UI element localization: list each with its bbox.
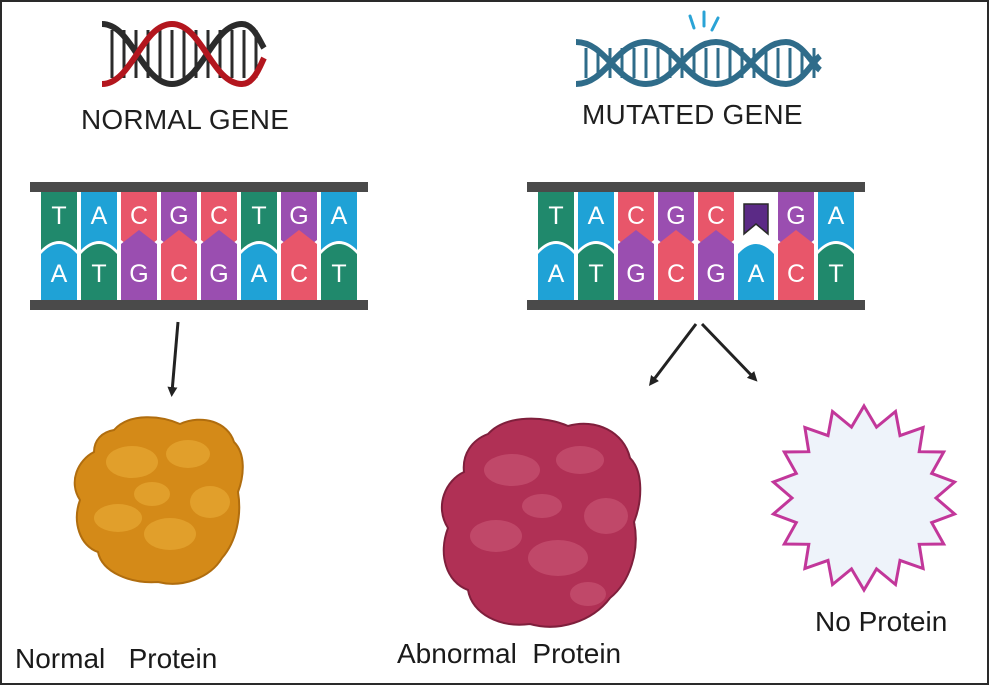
base-letter: C bbox=[290, 260, 308, 288]
base-letter: C bbox=[627, 202, 645, 230]
panel-top-bar bbox=[527, 182, 865, 192]
normal-dna-helix-icon bbox=[101, 20, 267, 88]
base-letter: G bbox=[706, 260, 725, 288]
base-letter: T bbox=[51, 202, 66, 230]
base-bottom-G bbox=[121, 230, 157, 300]
base-letter: T bbox=[548, 202, 563, 230]
base-letter: G bbox=[129, 260, 148, 288]
abnormal-arrow-icon bbox=[648, 323, 698, 386]
panel-bottom-bar bbox=[30, 300, 368, 310]
panel-background bbox=[527, 192, 865, 300]
base-bottom-A bbox=[41, 244, 77, 300]
base-letter: A bbox=[748, 260, 765, 288]
base-letter: G bbox=[666, 202, 685, 230]
base-letter: A bbox=[588, 202, 605, 230]
mutated-dna-helix-icon bbox=[575, 10, 823, 88]
base-bottom-C bbox=[161, 230, 197, 300]
base-letter: C bbox=[707, 202, 725, 230]
mutation-spark-icon bbox=[688, 10, 720, 32]
base-letter: A bbox=[331, 202, 348, 230]
base-top-A bbox=[818, 192, 854, 250]
base-letter: C bbox=[667, 260, 685, 288]
base-letter: C bbox=[787, 260, 805, 288]
base-letter: G bbox=[169, 202, 188, 230]
base-bottom-G bbox=[698, 230, 734, 300]
base-bottom-T bbox=[578, 244, 614, 300]
abnormal-protein-caption: Abnormal Protein bbox=[397, 638, 622, 669]
normal-helix-strand-red bbox=[101, 20, 267, 88]
no-protein-arrow-icon bbox=[700, 322, 758, 382]
base-letter: C bbox=[210, 202, 228, 230]
base-top-T bbox=[538, 192, 574, 250]
base-bottom-T bbox=[321, 244, 357, 300]
base-letter: T bbox=[91, 260, 106, 288]
base-bottom-T bbox=[81, 244, 117, 300]
panel-top-bar bbox=[30, 182, 368, 192]
base-letter: G bbox=[209, 260, 228, 288]
base-letter: T bbox=[828, 260, 843, 288]
normal-arrow-icon bbox=[167, 321, 180, 397]
base-letter: G bbox=[786, 202, 805, 230]
mutated-base-marker bbox=[743, 203, 769, 236]
abnormal-protein-texture bbox=[470, 446, 628, 606]
base-letter: C bbox=[170, 260, 188, 288]
normal-protein-icon bbox=[73, 416, 244, 585]
base-letter: A bbox=[251, 260, 268, 288]
base-top-T bbox=[41, 192, 77, 250]
base-letter: T bbox=[251, 202, 266, 230]
base-letter: C bbox=[130, 202, 148, 230]
mutated-helix-strand-a bbox=[575, 38, 823, 88]
base-letter: G bbox=[289, 202, 308, 230]
base-bottom-C bbox=[281, 230, 317, 300]
base-letter: T bbox=[588, 260, 603, 288]
no-protein-caption: No Protein bbox=[815, 606, 948, 637]
mutated-gene-title: MUTATED GENE bbox=[582, 99, 803, 130]
base-bottom-G bbox=[201, 230, 237, 300]
normal-protein-texture bbox=[94, 440, 230, 550]
base-letter: A bbox=[828, 202, 845, 230]
base-bottom-G bbox=[618, 230, 654, 300]
base-letter: G bbox=[626, 260, 645, 288]
base-bottom-T bbox=[818, 244, 854, 300]
base-bottom-A bbox=[241, 244, 277, 300]
base-bottom-C bbox=[778, 230, 814, 300]
mutated-helix-strand-b bbox=[575, 38, 823, 88]
panel-bottom-bar bbox=[527, 300, 865, 310]
base-top-T bbox=[241, 192, 277, 250]
base-letter: A bbox=[51, 260, 68, 288]
no-protein-burst bbox=[770, 403, 958, 593]
normal-gene-title: NORMAL GENE bbox=[81, 104, 290, 135]
base-bottom-A bbox=[738, 244, 774, 300]
normal-helix-strand-dark bbox=[101, 20, 267, 88]
base-letter: A bbox=[548, 260, 565, 288]
arrows bbox=[167, 321, 758, 397]
base-top-A bbox=[81, 192, 117, 250]
base-bottom-A bbox=[538, 244, 574, 300]
panel-background bbox=[30, 192, 368, 300]
abnormal-protein-icon bbox=[440, 417, 642, 628]
base-letter: T bbox=[331, 260, 346, 288]
normal-protein-caption: Normal Protein bbox=[15, 643, 218, 674]
base-top-A bbox=[578, 192, 614, 250]
base-letter: A bbox=[91, 202, 108, 230]
base-top-A bbox=[321, 192, 357, 250]
base-bottom-C bbox=[658, 230, 694, 300]
no-protein-icon bbox=[770, 403, 958, 593]
